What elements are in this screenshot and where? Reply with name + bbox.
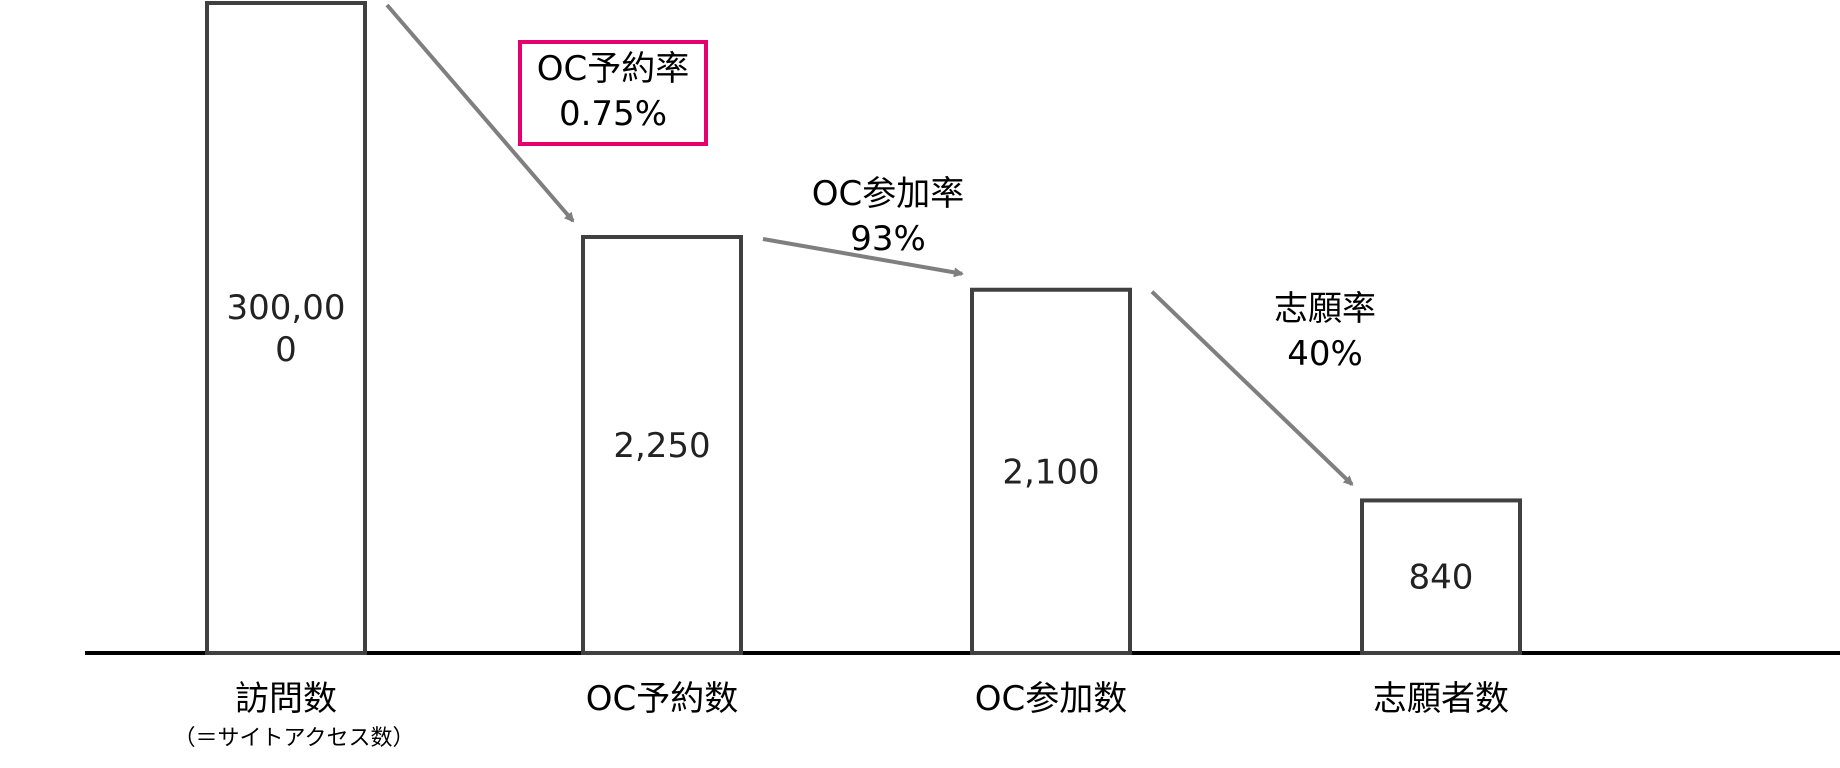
- bar-value-label: 0: [275, 330, 297, 370]
- highlight-box: [518, 40, 708, 146]
- bars-layer: [205, 1, 1522, 656]
- category-note: （＝サイトアクセス数）: [174, 726, 415, 751]
- bar-value-label: 2,100: [1002, 452, 1099, 492]
- category-label: OC予約数: [586, 679, 739, 719]
- rate-value: 0.75%: [559, 94, 667, 134]
- arrows-layer: [385, 3, 1354, 486]
- category-label: 訪問数: [235, 679, 337, 719]
- category-label: OC参加数: [975, 679, 1128, 719]
- category-label: 志願者数: [1373, 679, 1509, 719]
- rate-name: 志願率: [1274, 289, 1376, 329]
- bar-4: [1360, 498, 1522, 656]
- bar-value-label: 300,00: [227, 288, 346, 328]
- rate-value: 93%: [850, 219, 926, 259]
- rate-value: 40%: [1287, 334, 1363, 374]
- rate-arrow: [1150, 290, 1354, 486]
- bar-value-label: 840: [1409, 558, 1474, 598]
- rate-name: OC予約率: [537, 49, 690, 89]
- bar-3: [970, 287, 1132, 655]
- bar-value-label: 2,250: [613, 426, 710, 466]
- bar-2: [581, 235, 743, 655]
- labels-layer: 300,000訪問数（＝サイトアクセス数）2,250OC予約数2,100OC参加…: [174, 40, 1509, 751]
- rate-name: OC参加率: [812, 174, 965, 214]
- bar-1: [205, 1, 367, 655]
- rate-arrow: [385, 3, 575, 223]
- rate-arrow: [762, 237, 964, 278]
